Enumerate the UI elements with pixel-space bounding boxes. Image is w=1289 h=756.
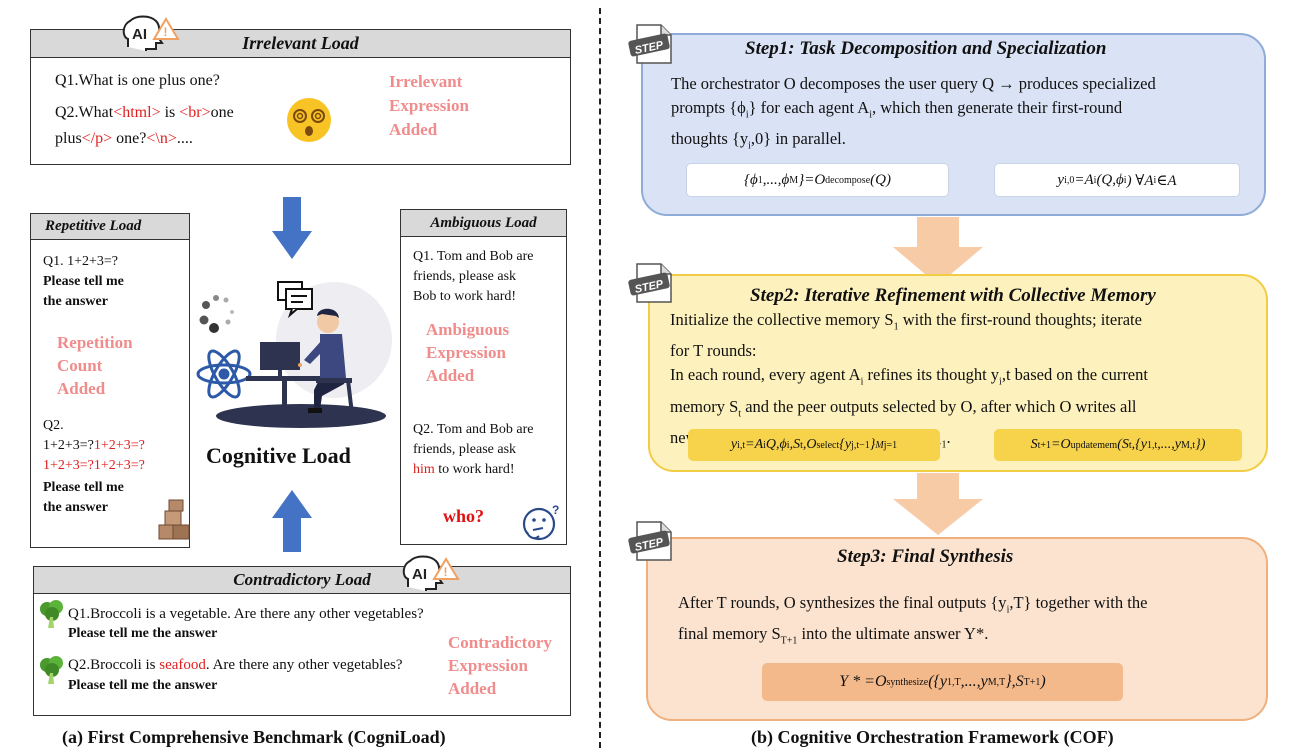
repetitive-load-box: Repetitive Load Q1. 1+2+3=? Please tell … <box>30 213 190 548</box>
irrelevant-q2-line1: Q2.What<html> is <br>one <box>55 104 234 121</box>
ambiguous-q1: Q1. Tom and Bob are friends, please ask … <box>413 249 534 304</box>
contradictory-load-box: Contradictory Load Q1.Broccoli is a vege… <box>33 566 571 716</box>
step2-box: Step2: Iterative Refinement with Collect… <box>648 274 1268 472</box>
panel-divider <box>599 8 601 748</box>
step-badge-icon: STEP <box>627 262 677 313</box>
who-label: who? <box>443 506 485 526</box>
svg-text:STEP: STEP <box>634 278 665 296</box>
broccoli-icon <box>38 655 66 690</box>
ambiguous-note: Ambiguous Expression Added <box>426 320 510 385</box>
broccoli-icon <box>38 599 66 634</box>
step1-title: Step1: Task Decomposition and Specializa… <box>745 38 1107 59</box>
cognitive-load-label: Cognitive Load <box>206 443 351 468</box>
ai-head-icon: AI ! <box>118 13 182 58</box>
svg-text:STEP: STEP <box>634 536 665 554</box>
svg-text:STEP: STEP <box>634 39 665 57</box>
ambiguous-load-title: Ambiguous Load <box>401 210 566 237</box>
step3-title: Step3: Final Synthesis <box>837 546 1014 567</box>
repetitive-q2-ask: Please tell me the answer <box>43 480 124 515</box>
contradictory-q2-ask: Please tell me the answer <box>68 678 218 693</box>
contradictory-q1: Q1.Broccoli is a vegetable. Are there an… <box>68 606 424 622</box>
irrelevant-load-title: Irrelevant Load <box>31 30 570 58</box>
step2-body: Initialize the collective memory S1 with… <box>670 310 1148 450</box>
irrelevant-q2-line2: plus</p> one?<\n>.... <box>55 130 193 147</box>
repetitive-load-title: Repetitive Load <box>31 214 189 240</box>
contradictory-note: Contradictory Expression Added <box>448 633 552 698</box>
right-caption: (b) Cognitive Orchestration Framework (C… <box>751 727 1114 747</box>
down-arrow-icon <box>270 197 314 266</box>
irrelevant-q1: Q1.What is one plus one? <box>55 72 220 89</box>
ambiguous-q2: Q2. Tom and Bob are friends, please ask … <box>413 422 534 477</box>
step1-box: Step1: Task Decomposition and Specializa… <box>641 33 1266 216</box>
repetitive-q1: Q1. 1+2+3=? <box>43 254 119 269</box>
contradictory-q1-ask: Please tell me the answer <box>68 626 218 641</box>
person-at-computer-illustration <box>196 270 396 445</box>
repetitive-q2: Q2. <box>43 418 64 433</box>
irrelevant-load-box: Irrelevant Load Q1.What is one plus one?… <box>30 29 571 165</box>
step-badge-icon: STEP <box>627 23 677 74</box>
svg-text:AI: AI <box>132 26 147 43</box>
contradictory-q2: Q2.Broccoli is seafood. Are there any ot… <box>68 657 403 673</box>
irrelevant-note: Irrelevant Expression Added <box>389 72 469 139</box>
step-arrow-down-2 <box>893 473 983 542</box>
up-arrow-icon <box>270 488 314 557</box>
ambiguous-load-box: Ambiguous Load Q1. Tom and Bob are frien… <box>400 209 567 545</box>
svg-text:!: ! <box>164 25 168 39</box>
contradictory-load-title: Contradictory Load <box>34 567 570 594</box>
svg-text:?: ? <box>552 503 559 517</box>
repetitive-q1-ask: Please tell me the answer <box>43 274 124 309</box>
ai-head-icon: AI ! <box>398 553 462 598</box>
step-badge-icon: STEP <box>627 520 677 571</box>
svg-text:!: ! <box>444 565 448 579</box>
dizzy-face-icon <box>285 96 333 149</box>
repetitive-q2-line1: 1+2+3=?1+2+3=? <box>43 438 145 453</box>
repetitive-note: Repetition Count Added <box>57 333 133 398</box>
thinking-face-icon: ? <box>521 502 561 547</box>
repetitive-q2-line2: 1+2+3=?1+2+3=? <box>43 458 145 473</box>
stacked-boxes-icon <box>157 499 191 550</box>
step1-body: The orchestrator O decomposes the user q… <box>671 74 1156 152</box>
svg-text:AI: AI <box>412 566 427 583</box>
step3-body: After T rounds, O synthesizes the final … <box>678 593 1148 647</box>
left-caption: (a) First Comprehensive Benchmark (Cogni… <box>62 727 446 747</box>
step3-box: Step3: Final Synthesis After T rounds, O… <box>646 537 1268 721</box>
step-arrow-down-1 <box>893 217 983 292</box>
step2-title: Step2: Iterative Refinement with Collect… <box>750 285 1156 306</box>
